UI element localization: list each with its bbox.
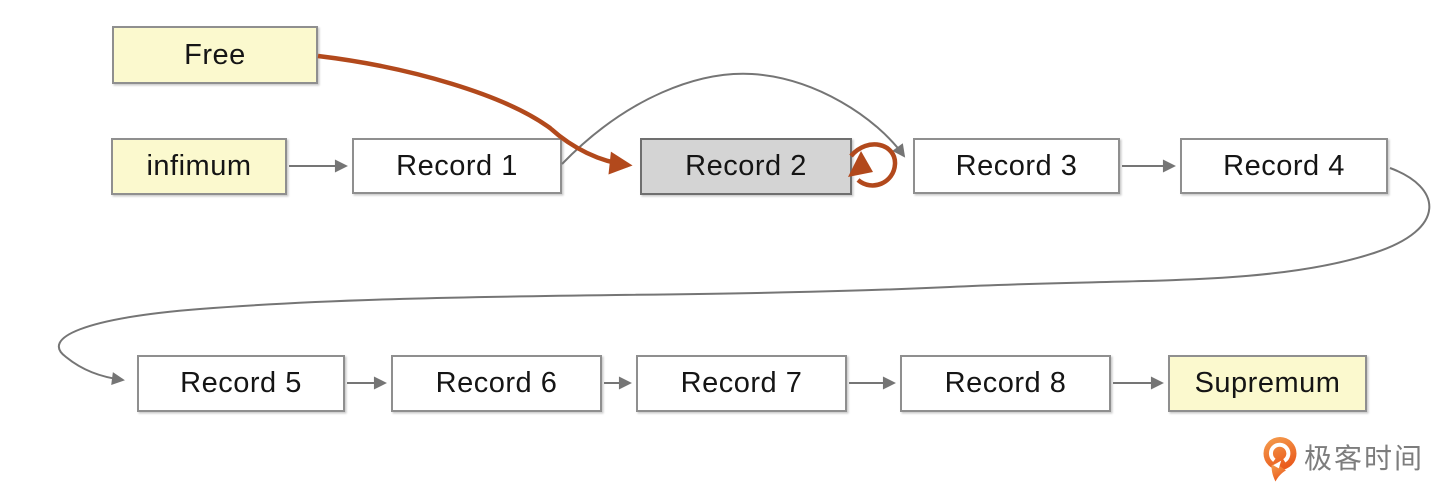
node-free: Free (112, 26, 318, 84)
node-record8-label: Record 8 (944, 367, 1067, 399)
node-infimum-label: infimum (146, 150, 252, 182)
node-record7: Record 7 (636, 355, 847, 412)
node-record3-label: Record 3 (955, 149, 1078, 182)
node-record2: Record 2 (640, 138, 852, 195)
node-free-label: Free (184, 38, 246, 71)
node-record4: Record 4 (1180, 138, 1388, 194)
node-record5-label: Record 5 (180, 367, 302, 399)
geektime-watermark: 极客时间 (1262, 436, 1424, 482)
node-record5: Record 5 (137, 355, 345, 412)
edge-record2-selfloop (849, 142, 898, 188)
node-record6-label: Record 6 (435, 367, 558, 399)
geektime-logo-icon (1263, 437, 1297, 482)
node-infimum: infimum (111, 138, 287, 195)
node-record3: Record 3 (913, 138, 1120, 194)
node-record2-label: Record 2 (685, 150, 807, 182)
node-record1-label: Record 1 (396, 149, 518, 182)
node-record8: Record 8 (900, 355, 1111, 412)
node-supremum-label: Supremum (1194, 367, 1341, 399)
geektime-watermark-text: 极客时间 (1304, 443, 1425, 474)
node-supremum: Supremum (1168, 355, 1367, 412)
node-record7-label: Record 7 (680, 367, 803, 399)
edge-record4-record5 (57, 167, 1431, 386)
node-record1: Record 1 (352, 138, 562, 194)
node-record4-label: Record 4 (1223, 149, 1345, 182)
node-record6: Record 6 (391, 355, 602, 412)
